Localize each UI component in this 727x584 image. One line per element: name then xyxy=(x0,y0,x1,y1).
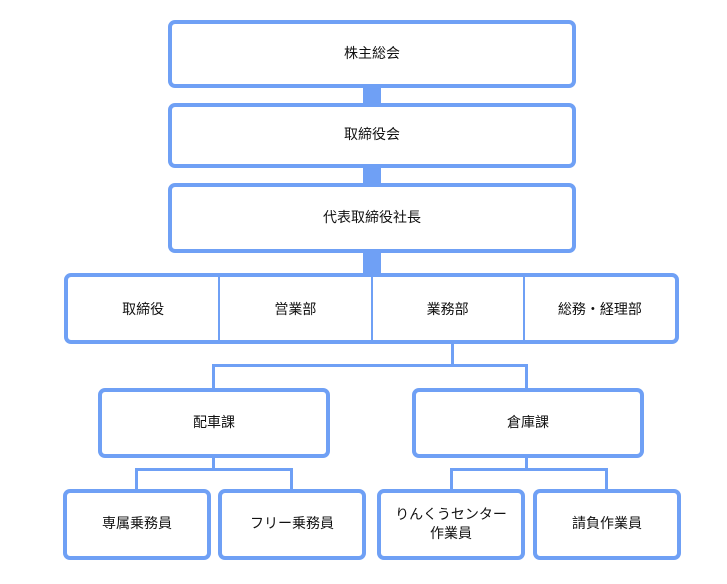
node-free-crew: フリー乗務員 xyxy=(218,489,366,560)
connector-warehouse-up xyxy=(525,364,528,390)
node-rinku-center-workers: りんくうセンター 作業員 xyxy=(377,489,525,560)
connector-warehouse-down xyxy=(525,456,528,470)
connector-president-departments xyxy=(363,251,381,275)
rinku-line-1: りんくうセンター xyxy=(395,506,507,523)
departments-row: 取締役 営業部 業務部 総務・経理部 xyxy=(64,273,679,344)
connector-dispatch-down xyxy=(212,456,215,470)
dept-sales: 営業部 xyxy=(218,277,370,340)
connector-contract-up xyxy=(605,468,608,491)
connector-board-president xyxy=(363,165,381,185)
connector-free-up xyxy=(290,468,293,491)
node-warehouse-section: 倉庫課 xyxy=(412,388,644,458)
connector-ops-down xyxy=(451,342,454,366)
node-dedicated-crew: 専属乗務員 xyxy=(63,489,211,560)
dept-operations: 業務部 xyxy=(370,277,523,340)
node-shareholders-meeting: 株主総会 xyxy=(168,20,576,88)
node-contract-workers: 請負作業員 xyxy=(533,489,681,560)
node-board-of-directors: 取締役会 xyxy=(168,103,576,168)
connector-shareholders-board xyxy=(363,86,381,106)
connector-dispatch-horizontal xyxy=(135,468,293,471)
connector-rinku-up xyxy=(450,468,453,491)
dept-directors: 取締役 xyxy=(122,301,165,318)
rinku-line-2: 作業員 xyxy=(430,525,472,542)
dept-general-affairs-accounting: 総務・経理部 xyxy=(522,277,675,340)
node-dispatch-section: 配車課 xyxy=(98,388,330,458)
connector-dispatch-up xyxy=(212,364,215,390)
connector-warehouse-horizontal xyxy=(450,468,608,471)
connector-sections-horizontal xyxy=(212,364,528,367)
connector-dedicated-up xyxy=(135,468,138,491)
node-president: 代表取締役社長 xyxy=(168,183,576,253)
